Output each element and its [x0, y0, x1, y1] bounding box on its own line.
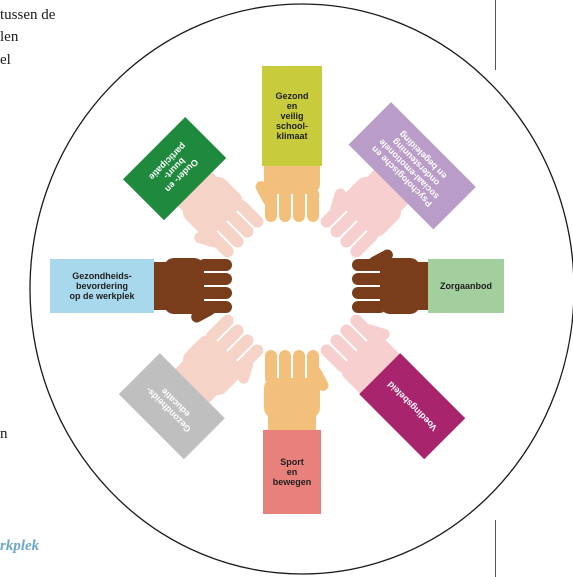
- hand-bottom: [264, 350, 329, 434]
- panel-box-bottom-right: [359, 353, 466, 460]
- panel-box-top-left: [123, 117, 227, 221]
- panel-box-bottom: [263, 430, 321, 514]
- footer-fragment: rkplek: [0, 538, 40, 554]
- panel-bottom-left: Gezondheids-educatie: [118, 353, 225, 460]
- panel-label-top-1: Gezond: [276, 91, 309, 101]
- panel-box-right: [428, 259, 504, 313]
- hand-bottom-left: [172, 314, 264, 406]
- panel-label-bottom-3: bewegen: [273, 477, 312, 487]
- column-divider-top: [495, 0, 496, 70]
- panel-label-left-1: Gezondheids-: [72, 271, 132, 281]
- panel-label-left-2: bevordering: [76, 281, 128, 291]
- panel-label-top-4: school-: [276, 121, 308, 131]
- panel-right: Zorgaanbod: [428, 259, 504, 313]
- hand-top-right: [320, 166, 412, 258]
- panel-label-bottom-2: en: [287, 467, 298, 477]
- panel-label-bottom-1: Sport: [280, 457, 304, 467]
- panel-label-left-3: op de werkplek: [69, 291, 135, 301]
- panel-box-top: [262, 66, 322, 166]
- panel-label-top-2: en: [287, 101, 298, 111]
- side-text-line-3: el: [0, 52, 11, 68]
- panel-label-top-5: klimaat: [276, 131, 307, 141]
- hand-right: [352, 249, 436, 314]
- panel-box-bottom-left: [118, 353, 225, 460]
- panel-label-top-3: veilig: [280, 111, 303, 121]
- panel-bottom-right: Voedingsbeleid: [359, 353, 466, 460]
- side-text-line-1: tussen de: [0, 7, 56, 23]
- panel-label-right-1: Zorgaanbod: [440, 281, 492, 291]
- panel-top-right: Psychologische ensociaal-emotioneleonder…: [348, 102, 476, 230]
- hand-top-left: [172, 166, 264, 258]
- side-text-line-4: n: [0, 426, 8, 442]
- side-text-line-2: len: [0, 29, 19, 45]
- panel-box-top-right: [348, 102, 476, 230]
- column-divider-bottom: [495, 520, 496, 577]
- panel-box-left: [50, 259, 154, 313]
